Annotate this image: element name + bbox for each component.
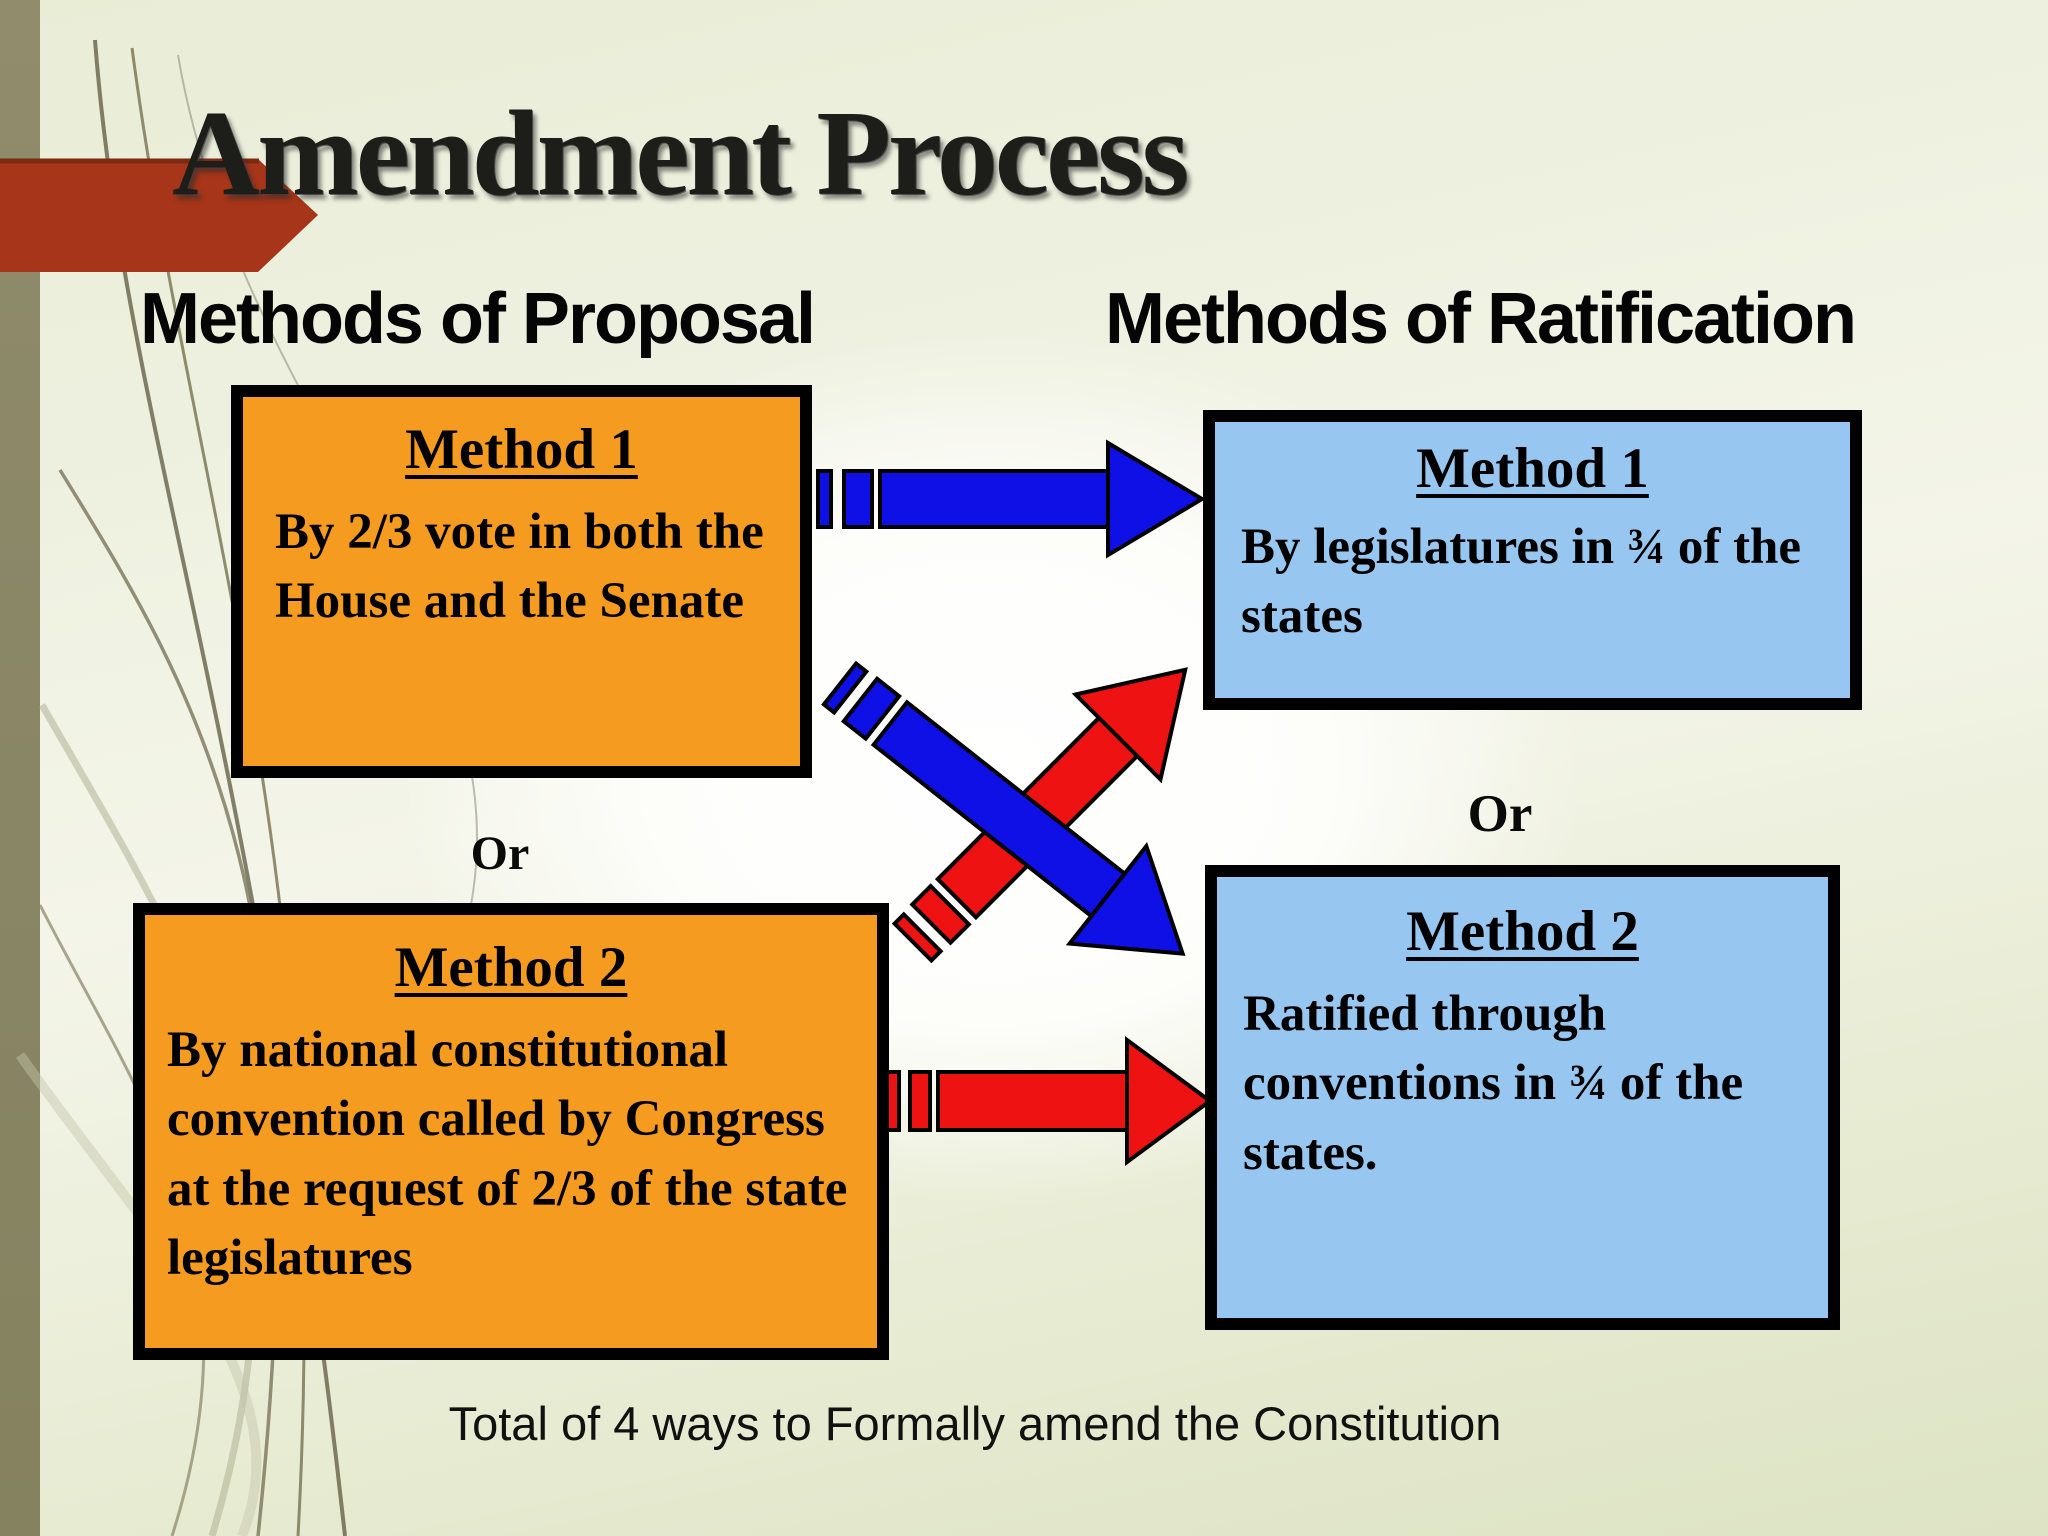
ratification-method1-heading: Method 1	[1416, 437, 1649, 500]
footer-summary-text: Total of 4 ways to Formally amend the Co…	[448, 1397, 1502, 1450]
page-title: Amendment Process	[172, 86, 1189, 221]
proposal-or-label: Or	[470, 827, 530, 880]
arrow-red-diagonal-icon	[891, 667, 1188, 964]
proposal-method1-box: Method 1 By 2/3 vote in both the House a…	[231, 385, 812, 778]
proposal-method2-box: Method 2 By national constitutional conv…	[133, 903, 889, 1360]
proposal-column-header: Methods of Proposal	[139, 279, 816, 359]
ratification-method1-body: By legislatures in ¾ of the states	[1241, 519, 1802, 645]
proposal-method2-body: By national constitutional convention ca…	[167, 1022, 848, 1287]
ratification-method2-heading: Method 2	[1406, 900, 1639, 963]
ratification-method2-body: Ratified through conventions in ¾ of the…	[1243, 986, 1744, 1181]
ratification-or-label: Or	[1467, 785, 1533, 843]
ratification-method2-box: Method 2 Ratified through conventions in…	[1205, 865, 1840, 1330]
left-accent-bar	[0, 0, 40, 1536]
arrow-blue-straight-icon	[816, 439, 1206, 559]
proposal-method1-body: By 2/3 vote in both the House and the Se…	[275, 504, 764, 630]
proposal-method1-heading: Method 1	[405, 418, 638, 481]
arrow-red-straight-icon	[884, 1036, 1214, 1166]
ratification-column-header: Methods of Ratification	[1105, 279, 1857, 359]
ratification-method1-box: Method 1 By legislatures in ¾ of the sta…	[1203, 410, 1862, 710]
proposal-method2-heading: Method 2	[394, 936, 628, 999]
